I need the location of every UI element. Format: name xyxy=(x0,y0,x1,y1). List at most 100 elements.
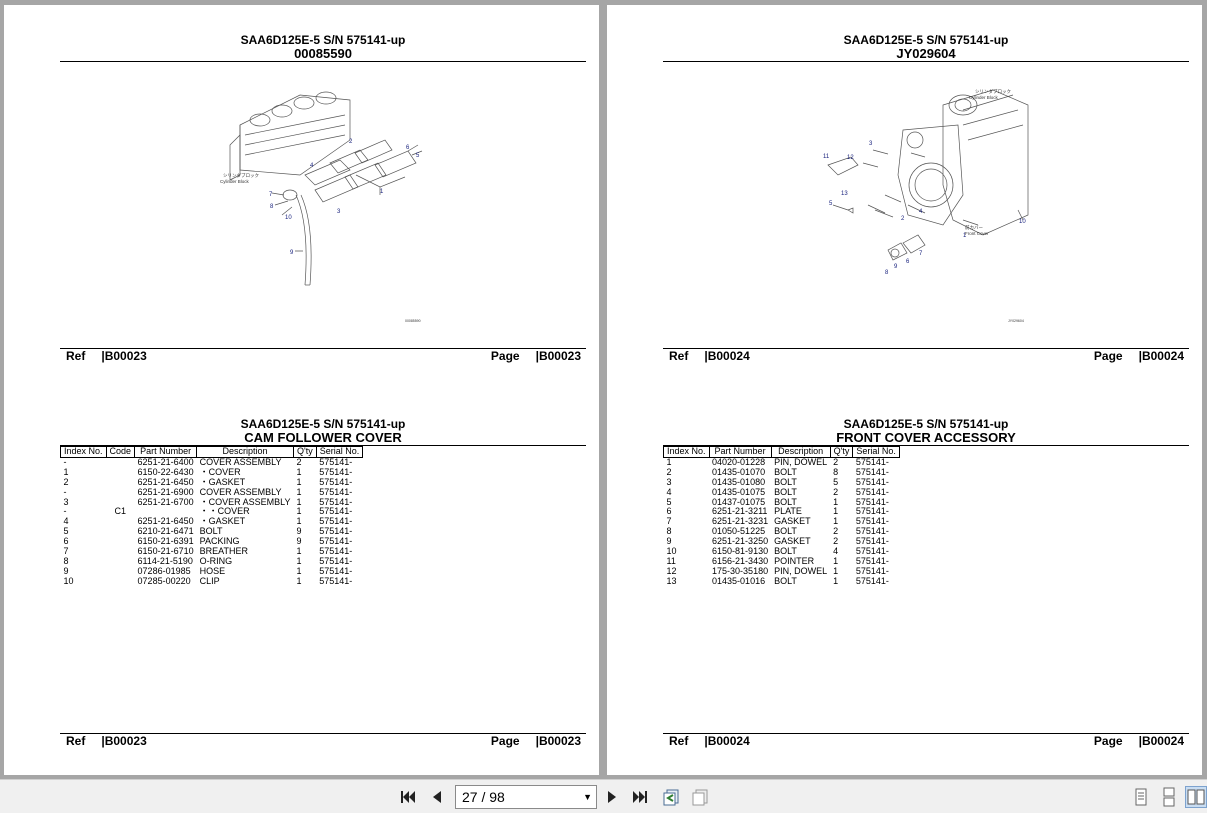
cell-part-number: 6251-21-3211 xyxy=(712,506,768,517)
document-page-left: SAA6D125E-5 S/N 575141-up 00085590 xyxy=(4,5,599,775)
cell-part-number: 01435-01070 xyxy=(712,466,766,477)
header-rule xyxy=(663,61,1189,62)
cell-description: ・COVER ASSEMBLY xyxy=(199,496,291,507)
cell-serial: 575141- xyxy=(855,466,889,477)
cell-qty: 1 xyxy=(296,516,302,527)
cell-index: 7 xyxy=(63,546,69,557)
previous-view-button[interactable] xyxy=(660,786,682,808)
cell-description: CLIP xyxy=(199,575,220,586)
model-title: SAA6D125E-5 S/N 575141-up xyxy=(843,417,1009,431)
cell-part-number: 6210-21-6471 xyxy=(137,526,194,537)
continuous-view-button[interactable] xyxy=(1158,786,1180,808)
col-code: Code xyxy=(105,446,136,458)
cell-qty: 1 xyxy=(833,555,839,566)
cell-qty: 1 xyxy=(833,496,839,507)
section-title: FRONT COVER ACCESSORY xyxy=(836,430,1016,445)
single-page-view-button[interactable] xyxy=(1130,786,1152,808)
col-serial: Serial No. xyxy=(852,446,900,458)
previous-view-icon xyxy=(663,789,679,806)
cell-serial: 575141- xyxy=(855,536,889,547)
cell-description: ・GASKET xyxy=(199,516,246,527)
page-ref-label: Page|B00023 xyxy=(490,734,581,748)
cell-serial: 575141- xyxy=(855,476,889,487)
cell-qty: 2 xyxy=(833,486,839,497)
parts-header: SAA6D125E-5 S/N 575141-up CAM FOLLOWER C… xyxy=(60,417,586,445)
cell-description: PIN, DOWEL xyxy=(774,456,828,467)
exploded-view-illustration: 1 2 3 4 5 6 7 8 9 10 11 12 13 シリンダブロック C… xyxy=(663,65,1189,347)
cell-qty: 9 xyxy=(296,536,302,547)
callout-6: 6 xyxy=(906,259,910,265)
cell-serial: 575141- xyxy=(319,546,353,557)
cell-index: 4 xyxy=(63,516,69,527)
cell-serial: 575141- xyxy=(319,555,353,566)
two-page-view-button[interactable] xyxy=(1185,786,1207,808)
previous-page-button[interactable] xyxy=(426,786,448,808)
cell-index: 11 xyxy=(666,555,676,566)
col-serial: Serial No. xyxy=(315,446,364,458)
cell-serial: 575141- xyxy=(855,575,889,586)
cell-index: 7 xyxy=(666,516,672,527)
cell-index: - xyxy=(63,486,67,497)
drawing-code: JY029604 xyxy=(1008,319,1024,323)
cell-part-number: 04020-01228 xyxy=(712,456,766,467)
cell-index: 8 xyxy=(666,526,672,537)
footer-rule xyxy=(663,348,1189,349)
callout-9: 9 xyxy=(894,264,898,270)
section-title: CAM FOLLOWER COVER xyxy=(244,430,402,445)
col-part-number: Part Number xyxy=(708,446,772,458)
cell-part-number: 6251-21-6700 xyxy=(137,496,194,507)
cell-index: 8 xyxy=(63,555,69,566)
col-index: Index No. xyxy=(60,446,107,458)
cell-code xyxy=(106,547,135,557)
col-part-number: Part Number xyxy=(134,446,198,458)
cell-description: BOLT xyxy=(774,476,797,487)
parts-table: Index No. Part Number Description Q'ty S… xyxy=(663,446,900,587)
col-qty: Q'ty xyxy=(829,446,854,458)
cell-qty: 1 xyxy=(296,476,302,487)
cell-qty: 5 xyxy=(833,476,839,487)
header-rule xyxy=(663,445,1189,446)
last-page-button[interactable] xyxy=(629,786,651,808)
cell-part-number: 6150-21-6391 xyxy=(137,536,194,547)
callout-11: 11 xyxy=(823,154,830,160)
drawing-code: 00085590 xyxy=(405,319,421,323)
cell-index: 4 xyxy=(666,486,672,497)
page-number-select[interactable]: 27 / 98 ▼ xyxy=(455,785,597,809)
cell-description: BREATHER xyxy=(199,546,248,557)
ref-label: Ref|B00023 xyxy=(66,734,147,748)
cell-serial: 575141- xyxy=(319,456,353,467)
viewer-toolbar: 27 / 98 ▼ xyxy=(0,779,1207,813)
cell-serial: 575141- xyxy=(319,565,353,576)
callout-12: 12 xyxy=(847,155,854,161)
cell-description: O-RING xyxy=(199,555,233,566)
cell-qty: 1 xyxy=(296,496,302,507)
cell-part-number: 01435-01016 xyxy=(712,575,766,586)
cell-qty: 1 xyxy=(833,506,839,517)
cell-description: GASKET xyxy=(774,536,811,547)
cell-serial: 575141- xyxy=(855,496,889,507)
callout-3: 3 xyxy=(869,141,873,147)
first-page-button[interactable] xyxy=(397,786,419,808)
two-page-view-icon xyxy=(1187,789,1205,805)
callout-1: 1 xyxy=(963,233,967,239)
next-view-button[interactable] xyxy=(689,786,711,808)
cell-serial: 575141- xyxy=(855,526,889,537)
cell-part-number: 6251-21-3231 xyxy=(712,516,769,527)
header-rule xyxy=(60,61,586,62)
next-page-button[interactable] xyxy=(601,786,623,808)
model-title: SAA6D125E-5 S/N 575141-up xyxy=(240,417,406,431)
callout-10: 10 xyxy=(1019,219,1026,225)
cell-description: COVER ASSEMBLY xyxy=(199,486,282,497)
